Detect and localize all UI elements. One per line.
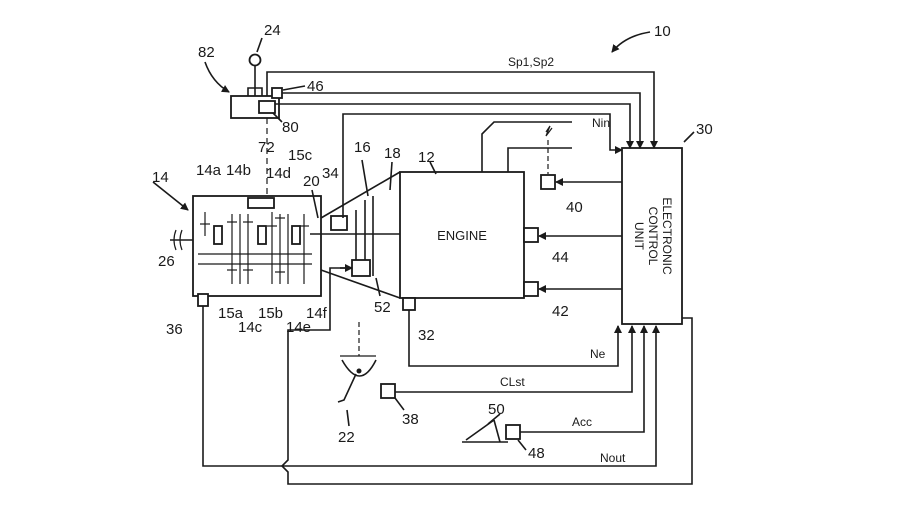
sensor-38 bbox=[380, 383, 396, 399]
actuator-72 bbox=[247, 197, 275, 209]
transmission-14 bbox=[152, 181, 400, 307]
sensor-46 bbox=[271, 87, 283, 99]
sensor-80 bbox=[258, 100, 276, 114]
ref-24: 24 bbox=[264, 22, 281, 39]
signal-nin: Nin bbox=[592, 116, 610, 130]
ref-52: 52 bbox=[374, 299, 391, 316]
ref-14e: 14e bbox=[286, 319, 311, 336]
sensor-34 bbox=[330, 215, 348, 231]
ref-22: 22 bbox=[338, 429, 355, 446]
ref-10-arrow bbox=[611, 31, 651, 53]
ref-14f: 14f bbox=[306, 305, 328, 322]
sensor-44 bbox=[523, 227, 539, 243]
sensor-36 bbox=[197, 293, 209, 307]
ref-82: 82 bbox=[198, 44, 215, 61]
sensor-42 bbox=[523, 281, 539, 297]
shift-knob bbox=[248, 53, 262, 67]
sensor-32 bbox=[402, 297, 416, 311]
ref-15a: 15a bbox=[218, 305, 244, 322]
signal-acc: Acc bbox=[572, 415, 592, 429]
ref-14a: 14a bbox=[196, 162, 222, 179]
ref-14c: 14c bbox=[238, 319, 263, 336]
signal-lines bbox=[202, 71, 693, 485]
ecu-label-3: UNIT bbox=[632, 222, 646, 251]
shift-lever-unit bbox=[204, 37, 306, 198]
ref-10: 10 bbox=[654, 23, 671, 40]
ref-14b: 14b bbox=[226, 162, 251, 179]
ref-42: 42 bbox=[552, 303, 569, 320]
ref-30: 30 bbox=[696, 121, 713, 138]
ref-34: 34 bbox=[322, 165, 339, 182]
ref-32: 32 bbox=[418, 327, 435, 344]
ref-36: 36 bbox=[166, 321, 183, 338]
ref-16: 16 bbox=[354, 139, 371, 156]
ref-80: 80 bbox=[282, 119, 299, 136]
ref-48: 48 bbox=[528, 445, 545, 462]
clutch-housing bbox=[311, 159, 401, 299]
ecu-label-1: ELECTRONIC bbox=[660, 197, 674, 275]
ref-15b: 15b bbox=[258, 305, 283, 322]
ref-46: 46 bbox=[307, 78, 324, 95]
ref-18: 18 bbox=[384, 145, 401, 162]
ref-14d: 14d bbox=[266, 165, 291, 182]
ref-20: 20 bbox=[303, 173, 320, 190]
ref-72: 72 bbox=[258, 139, 275, 156]
engine-12: ENGINE bbox=[399, 121, 572, 311]
ref-50: 50 bbox=[488, 401, 505, 418]
ref-38: 38 bbox=[402, 411, 419, 428]
clutch-pedal bbox=[337, 322, 405, 427]
signal-nout: Nout bbox=[600, 451, 626, 465]
signal-sp: Sp1,Sp2 bbox=[508, 55, 554, 69]
ecu-label-2: CONTROL bbox=[646, 207, 660, 266]
ref-44: 44 bbox=[552, 249, 569, 266]
signal-clst: CLst bbox=[500, 375, 525, 389]
accelerator-pedal bbox=[462, 413, 527, 451]
signal-ne: Ne bbox=[590, 347, 606, 361]
sensor-48 bbox=[505, 424, 521, 440]
throttle-actuator-40 bbox=[540, 174, 556, 190]
electronic-control-unit: ELECTRONIC CONTROL UNIT bbox=[621, 131, 695, 325]
engine-label: ENGINE bbox=[437, 228, 487, 243]
ref-40: 40 bbox=[566, 199, 583, 216]
ref-12: 12 bbox=[418, 149, 435, 166]
ref-14: 14 bbox=[152, 169, 169, 186]
actuator-52 bbox=[351, 259, 371, 277]
ref-15c: 15c bbox=[288, 147, 313, 164]
ref-26: 26 bbox=[158, 253, 175, 270]
